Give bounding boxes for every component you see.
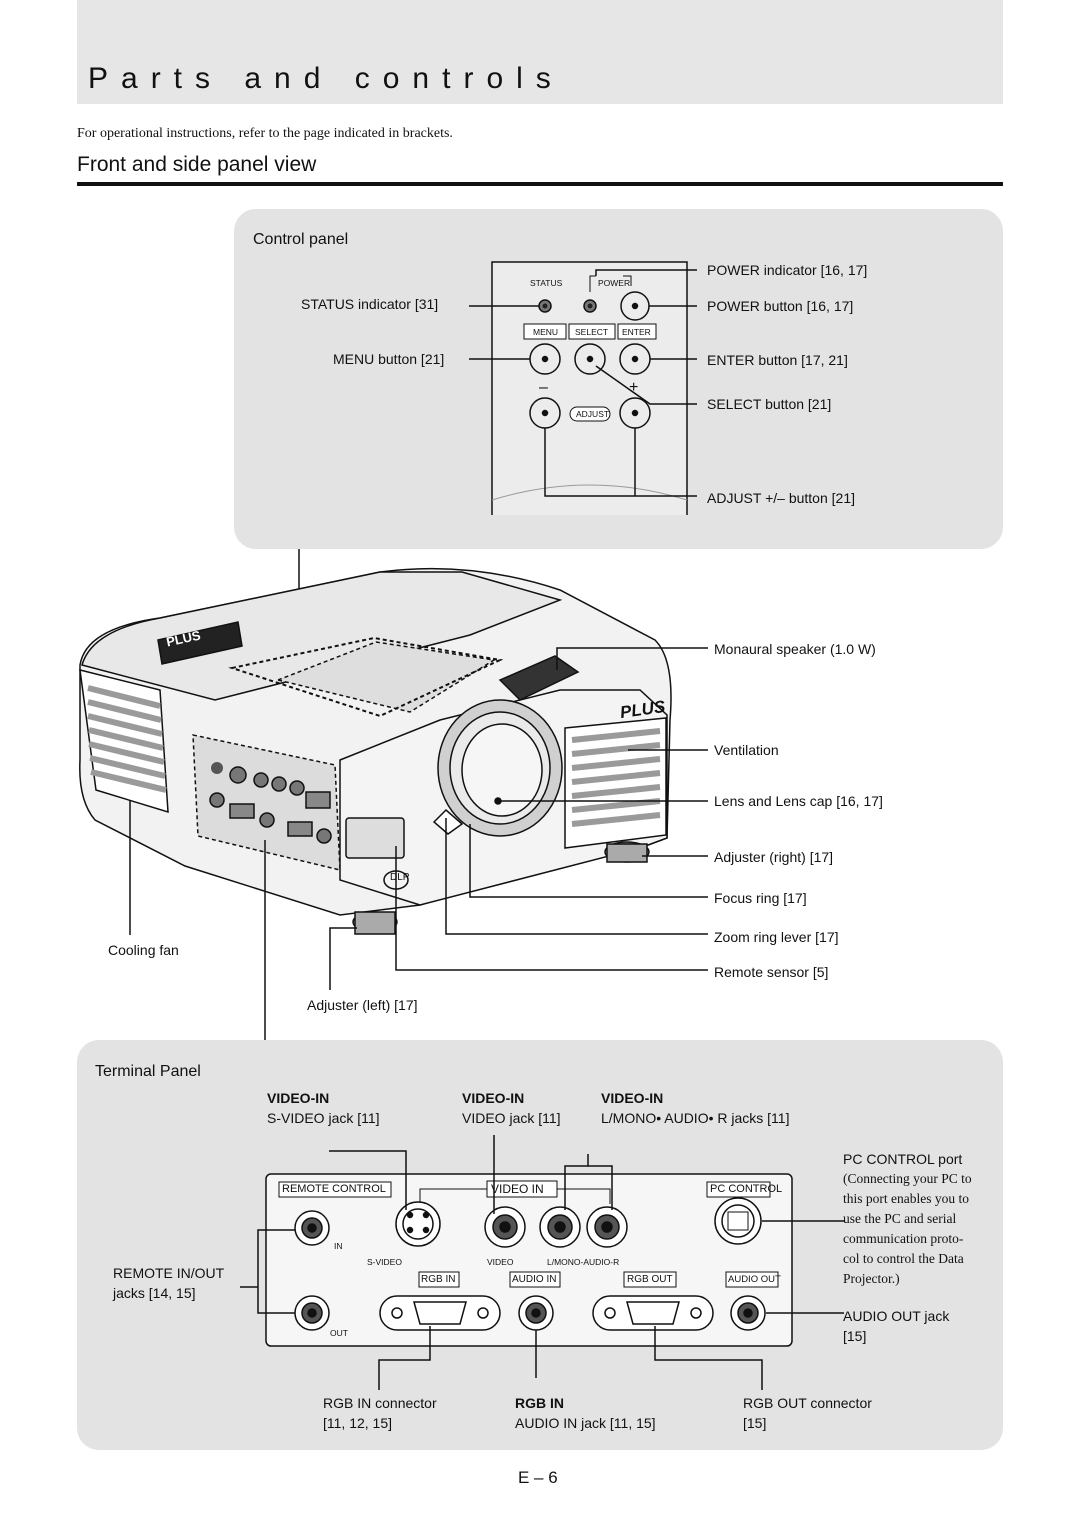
label-video-jack: VIDEO jack [11] [462, 1110, 561, 1126]
mark-pc-control: PC CONTROL [710, 1183, 783, 1195]
panel-mark-adjust: ADJUST [576, 409, 610, 419]
panel-mark-plus: + [629, 379, 639, 396]
label-menu-button: MENU button [21] [333, 351, 445, 367]
mark-rgb-out: RGB OUT [627, 1274, 673, 1285]
terminal-panel-face [265, 1173, 793, 1347]
label-zoom-lever: Zoom ring lever [17] [714, 929, 839, 945]
panel-mark-enter: ENTER [622, 327, 651, 337]
terminal-panel-heading: Terminal Panel [95, 1063, 201, 1080]
panel-mark-status: STATUS [530, 278, 563, 288]
label-power-button: POWER button [16, 17] [707, 298, 854, 314]
projector-illustration [79, 567, 672, 935]
page-title: Parts and controls [88, 62, 564, 95]
panel-mark-select: SELECT [575, 327, 609, 337]
label-remote-in-out: REMOTE IN/OUT [113, 1265, 225, 1281]
panel-mark-menu: MENU [533, 327, 559, 337]
mark-out: OUT [330, 1328, 348, 1338]
label-audio-out-pages: [15] [843, 1328, 867, 1344]
mark-l-mono-audio-r: L/MONO-AUDIO-R [547, 1257, 620, 1267]
terminal-panel-leaders [240, 1135, 844, 1390]
label-focus-ring: Focus ring [17] [714, 890, 807, 906]
label-adjust-button: ADJUST +/– button [21] [707, 490, 855, 506]
section-heading: Front and side panel view [77, 153, 317, 176]
pc-control-note: (Connecting your PC to this port enables… [843, 1171, 972, 1286]
label-adjuster-left: Adjuster (left) [17] [307, 997, 418, 1013]
label-audio-jacks: L/MONO• AUDIO• R jacks [11] [601, 1110, 790, 1126]
video-head: VIDEO-IN [462, 1090, 525, 1106]
title-band [77, 0, 1003, 104]
intro-text: For operational instructions, refer to t… [77, 126, 453, 141]
label-status-indicator: STATUS indicator [31] [301, 296, 439, 312]
projector-leaders [129, 647, 708, 1040]
label-lens: Lens and Lens cap [16, 17] [714, 793, 883, 809]
mark-remote-control: REMOTE CONTROL [282, 1183, 386, 1195]
label-rgb-in-connector: RGB IN connector [323, 1395, 437, 1411]
control-panel-heading: Control panel [253, 231, 349, 248]
audio-head: VIDEO-IN [601, 1090, 664, 1106]
label-cooling-fan: Cooling fan [108, 942, 179, 958]
label-rgb-in-pages: [11, 12, 15] [323, 1415, 393, 1431]
label-svideo-jack: S-VIDEO jack [11] [267, 1110, 380, 1126]
label-select-button: SELECT button [21] [707, 396, 832, 412]
label-speaker: Monaural speaker (1.0 W) [714, 641, 876, 657]
label-audio-in-jack: AUDIO IN jack [11, 15] [515, 1415, 656, 1431]
mark-s-video: S-VIDEO [367, 1257, 402, 1267]
label-enter-button: ENTER button [17, 21] [707, 352, 848, 368]
label-remote-jacks: jacks [14, 15] [113, 1285, 196, 1301]
label-rgb-out-pages: [15] [743, 1415, 767, 1431]
dlp-mark: DLP [390, 872, 410, 883]
svideo-head: VIDEO-IN [267, 1090, 330, 1106]
label-rgb-in-audio-head: RGB IN [515, 1395, 564, 1411]
label-adjuster-right: Adjuster (right) [17] [714, 849, 834, 865]
page-number: E – 6 [518, 1468, 558, 1487]
label-remote-sensor: Remote sensor [5] [714, 964, 829, 980]
label-audio-out: AUDIO OUT jack [843, 1308, 950, 1324]
mark-video-in: VIDEO IN [491, 1182, 544, 1196]
label-pc-control: PC CONTROL port [843, 1151, 963, 1167]
mark-audio-out: AUDIO OUT [728, 1274, 781, 1285]
mark-rgb-in: RGB IN [421, 1274, 456, 1285]
panel-mark-minus: – [539, 379, 548, 396]
label-ventilation: Ventilation [714, 742, 779, 758]
control-panel-face [491, 261, 688, 515]
label-power-indicator: POWER indicator [16, 17] [707, 262, 868, 278]
mark-video: VIDEO [487, 1257, 514, 1267]
mark-in: IN [334, 1241, 343, 1251]
label-rgb-out-connector: RGB OUT connector [743, 1395, 872, 1411]
section-rule [77, 182, 1003, 186]
mark-audio-in: AUDIO IN [512, 1274, 557, 1285]
panel-mark-power: POWER [598, 278, 631, 288]
